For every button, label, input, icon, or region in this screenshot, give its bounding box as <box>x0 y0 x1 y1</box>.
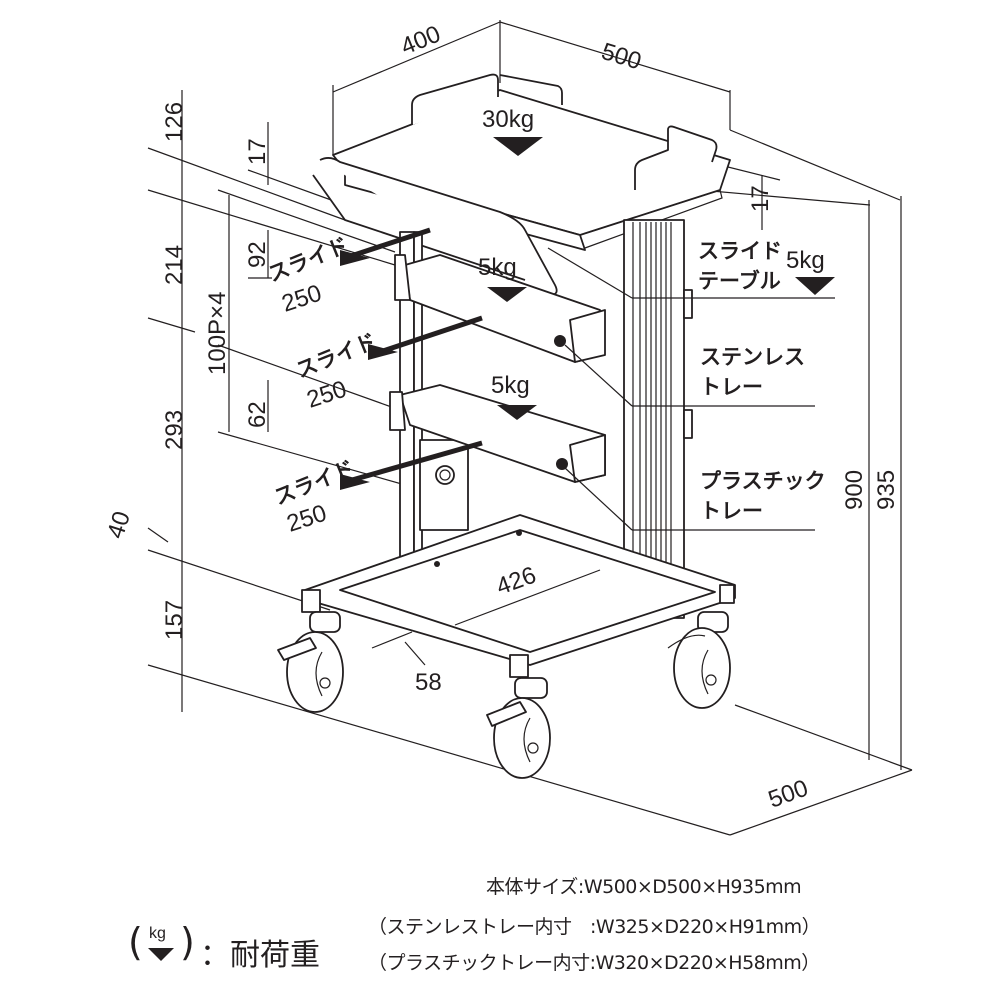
caster-back-right <box>667 611 731 709</box>
dim-293: 293 <box>161 410 188 450</box>
slide-value-3: 250 <box>284 500 330 538</box>
legend-open-paren: ( <box>128 920 143 964</box>
plastic-tray <box>389 384 606 483</box>
dim-900: 900 <box>841 470 868 510</box>
slide-arrows <box>340 227 483 490</box>
slide-value-2: 250 <box>304 376 350 414</box>
dim-40: 40 <box>102 508 136 542</box>
stainless-tray <box>394 254 606 363</box>
load-top-label: 30kg <box>482 106 534 133</box>
base-frame <box>301 514 736 678</box>
callout-plastic-1: プラスチック <box>700 469 826 493</box>
dim-58-line <box>371 631 413 649</box>
dim-214: 214 <box>161 245 188 285</box>
load-slide-table-arrow-icon <box>795 277 835 295</box>
spec-stainless-inner: （ステンレストレー内寸 :W325×D220×H91mm） <box>368 916 821 938</box>
dim-top-depth: 500 <box>598 38 644 76</box>
callout-slide-table-2: テーブル <box>698 269 781 293</box>
dim-92: 92 <box>244 241 271 268</box>
legend-meaning: ：耐荷重 <box>200 938 320 973</box>
load-plastic-arrow-icon <box>497 405 537 420</box>
spec-plastic-inner: （プラスチックトレー内寸:W320×D220×H58mm） <box>368 952 820 974</box>
slide-label-1: スライド <box>265 233 352 287</box>
load-stainless-label: 5kg <box>478 254 517 281</box>
callout-stainless-2: トレー <box>700 375 763 399</box>
dim-top-width: 400 <box>397 21 444 61</box>
slide-value-1: 250 <box>279 280 325 318</box>
load-top-arrow-icon <box>493 137 543 156</box>
top-plate <box>312 73 731 296</box>
dim-935: 935 <box>873 470 900 510</box>
load-stainless-arrow-icon <box>487 287 527 302</box>
dim-157: 157 <box>161 600 188 640</box>
callout-stainless-1: ステンレス <box>700 345 805 369</box>
dim-58: 58 <box>415 669 442 696</box>
dim-17-left: 17 <box>244 138 271 165</box>
load-plastic-label: 5kg <box>491 372 530 399</box>
dim-17-right: 17 <box>747 185 774 212</box>
legend-unit: kg <box>149 925 166 942</box>
legend-close-paren: ) <box>180 920 195 964</box>
dim-pitch: 100P×4 <box>204 292 231 375</box>
load-arrow-icon <box>148 948 174 961</box>
left-dimension-lines <box>147 90 731 836</box>
slide-label-2: スライド <box>293 329 380 383</box>
callout-plastic-2: トレー <box>700 499 763 523</box>
load-slide-table-label: 5kg <box>786 247 825 274</box>
spec-body-size: 本体サイズ:W500×D500×H935mm <box>486 876 802 898</box>
dim-126: 126 <box>161 102 188 142</box>
callout-leaders <box>547 247 835 531</box>
right-dimension-lines <box>699 129 913 836</box>
dim-62: 62 <box>244 401 271 428</box>
caster-front-left <box>277 611 344 713</box>
top-dimension-lines <box>332 20 731 155</box>
dim-58-leader <box>404 641 426 666</box>
callout-slide-table-1: スライド <box>698 239 782 263</box>
caster-front-right <box>486 677 551 779</box>
